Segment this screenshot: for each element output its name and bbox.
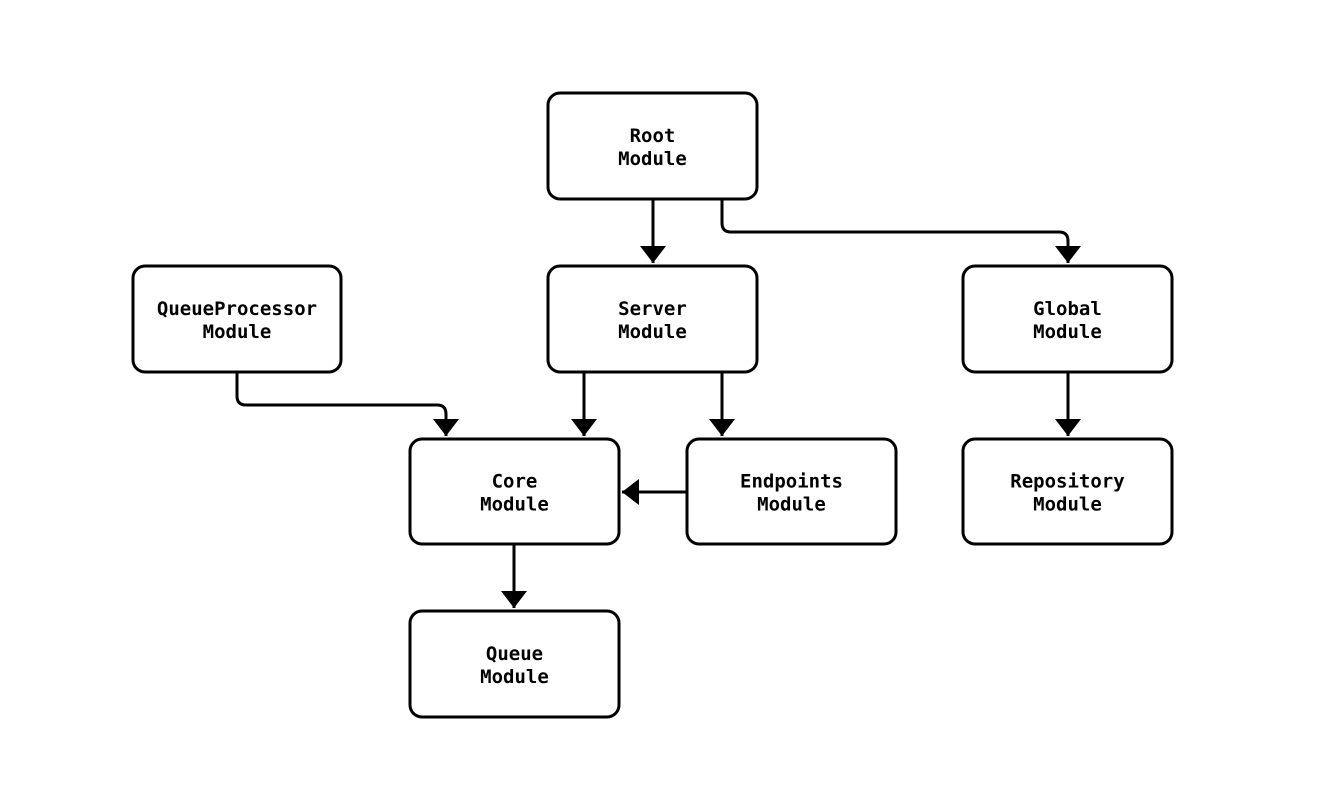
node-global-box bbox=[961, 264, 1174, 374]
node-core-box bbox=[408, 437, 621, 546]
nodes-layer: RootModuleQueueProcessorModuleServerModu… bbox=[131, 91, 1174, 719]
node-global-label-line2: Module bbox=[1033, 321, 1102, 343]
node-core-label-line1: Core bbox=[492, 471, 538, 493]
node-root-box bbox=[546, 91, 759, 201]
node-root-label-line1: Root bbox=[630, 125, 676, 147]
node-endpoints-label-line1: Endpoints bbox=[740, 471, 843, 493]
node-root-label-line2: Module bbox=[618, 148, 687, 170]
node-server-label-line1: Server bbox=[618, 298, 687, 320]
node-endpoints-label-line2: Module bbox=[757, 494, 826, 516]
node-queueprocessor-label-line1: QueueProcessor bbox=[157, 298, 317, 320]
edge-root-to-global bbox=[720, 199, 1081, 263]
node-repository-label-line2: Module bbox=[1033, 494, 1102, 516]
node-endpoints-box bbox=[685, 437, 898, 546]
node-repository-label-line1: Repository bbox=[1010, 471, 1124, 493]
node-queue-label-line1: Queue bbox=[486, 643, 543, 665]
edges-layer bbox=[235, 199, 1081, 608]
node-core-label-line2: Module bbox=[480, 494, 549, 516]
node-queueprocessor-label-line2: Module bbox=[203, 321, 272, 343]
node-queueprocessor-box bbox=[131, 264, 343, 374]
node-repository-box bbox=[961, 437, 1174, 546]
node-server-label-line2: Module bbox=[618, 321, 687, 343]
node-queue-box bbox=[408, 609, 621, 719]
node-global-label-line1: Global bbox=[1033, 298, 1102, 320]
node-queue-label-line2: Module bbox=[480, 666, 549, 688]
edge-queueprocessor-to-core bbox=[235, 372, 459, 436]
node-server-box bbox=[546, 264, 759, 374]
